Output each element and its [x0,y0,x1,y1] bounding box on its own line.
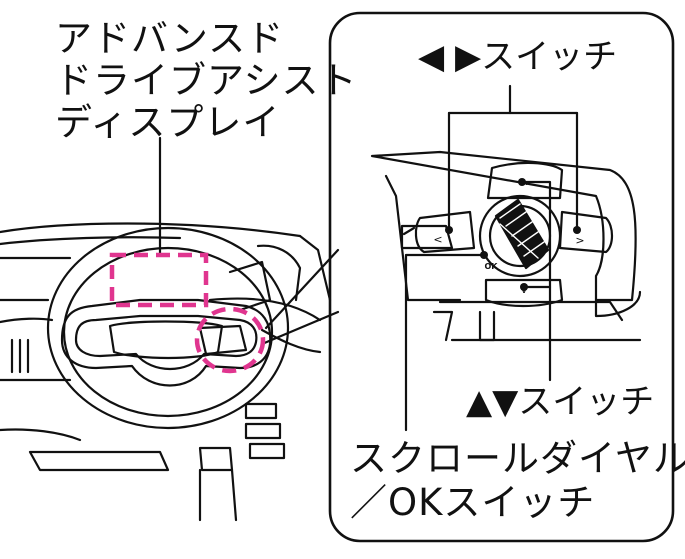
switch-panel [370,150,642,342]
ud-switch-label: ▲▼スイッチ [466,382,655,422]
display-label-line1: アドバンスド [55,17,285,60]
steering-wheel [46,226,290,430]
display-label-line3: ディスプレイ [55,101,281,144]
up-mark: ^ [519,180,528,193]
down-mark: v [521,283,528,296]
scroll-dial-label-line2: ／OKスイッチ [350,481,596,524]
display-label-line2: ドライブアシスト [55,59,358,102]
ok-mark: OK [485,262,499,271]
scroll-dial [494,198,550,270]
inset-frame [328,11,675,543]
scroll-dial-label-line1: スクロールダイヤル [350,437,685,480]
left-mark: < [433,233,442,246]
right-mark: > [575,234,584,247]
dashboard-drawing [0,222,332,522]
lr-switch-label: ◀ ▶スイッチ [418,37,618,77]
display-highlight [109,252,209,308]
leader-lines [158,84,579,432]
switch-highlight [194,306,266,374]
